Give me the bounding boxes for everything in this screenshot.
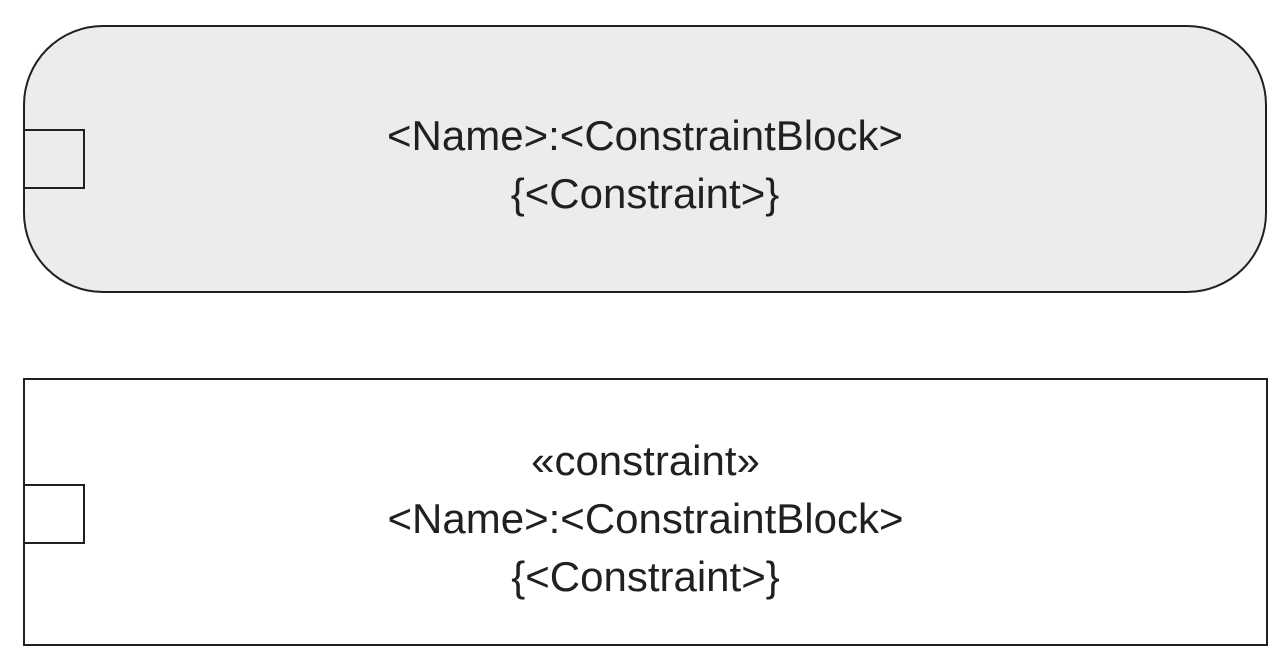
constraint-line: {<Constraint>} (510, 170, 780, 217)
name-line: <Name>:<ConstraintBlock> (387, 495, 904, 542)
parameter-port (22, 484, 85, 544)
constraint-property-rounded: <Name>:<ConstraintBlock> {<Constraint>} (22, 25, 1267, 293)
stereotype-line: «constraint» (531, 437, 760, 484)
constraint-line: {<Constraint>} (511, 553, 780, 600)
parameter-port (22, 129, 85, 189)
name-line: <Name>:<ConstraintBlock> (387, 112, 903, 159)
constraint-property-rectangle: «constraint» <Name>:<ConstraintBlock> {<… (22, 378, 1268, 646)
constraint-property-label: «constraint» <Name>:<ConstraintBlock> {<… (25, 432, 1266, 606)
constraint-property-label: <Name>:<ConstraintBlock> {<Constraint>} (25, 107, 1265, 223)
